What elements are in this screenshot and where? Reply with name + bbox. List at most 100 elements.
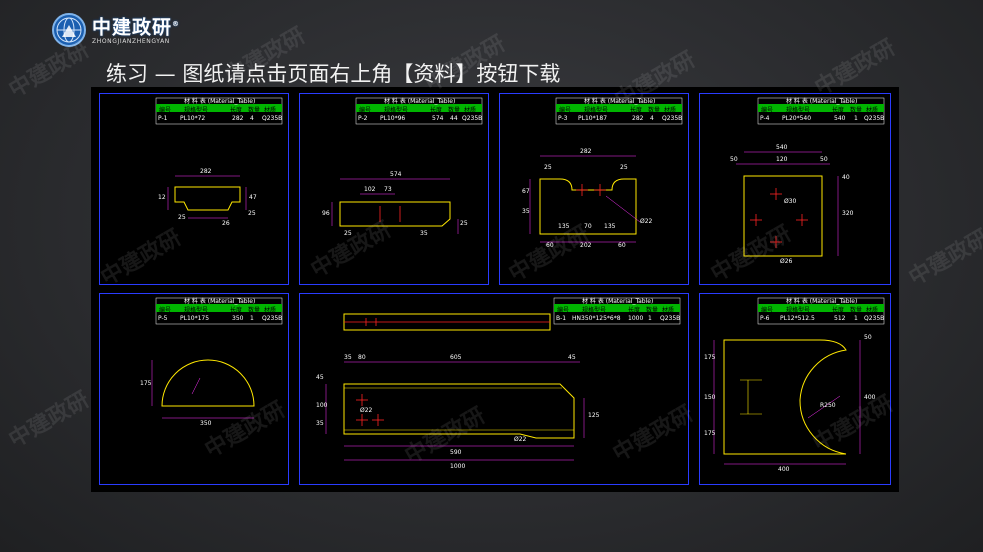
dim-label: 400 bbox=[864, 394, 876, 401]
drawing-panel-p5: 材 料 表 (Material_Table) 编号 规格型号 长度 数量 材质 … bbox=[99, 293, 289, 485]
dim-label: 282 bbox=[580, 148, 592, 155]
dim-label: 25 bbox=[460, 220, 468, 227]
part-material: Q235B bbox=[864, 315, 885, 322]
table-header-no: 编号 bbox=[359, 107, 372, 114]
table-header-spec: 规格型号 bbox=[184, 107, 209, 114]
dim-label: 73 bbox=[384, 186, 392, 193]
material-table-title: 材 料 表 (Material_Table) bbox=[786, 98, 858, 105]
dim-label: 45 bbox=[568, 354, 576, 361]
part-length: 282 bbox=[232, 115, 244, 122]
table-header-length: 长度 bbox=[230, 107, 243, 114]
table-header-qty: 数量 bbox=[248, 307, 261, 314]
dim-label: 120 bbox=[776, 156, 788, 163]
dim-label: 540 bbox=[776, 144, 788, 151]
dim-label: 96 bbox=[322, 210, 330, 217]
dim-label: 40 bbox=[842, 174, 850, 181]
dim-label: 1000 bbox=[450, 463, 466, 470]
table-header-qty: 数量 bbox=[448, 107, 461, 114]
dim-label: 605 bbox=[450, 354, 462, 361]
dim-label: 60 bbox=[546, 242, 554, 249]
dim-label: 50 bbox=[730, 156, 738, 163]
dim-label: 175 bbox=[704, 354, 716, 361]
cad-drawing-canvas: 材 料 表 (Material_Table) 编号 规格型号 长度 数量 材质 … bbox=[91, 87, 899, 492]
material-table-title: 材 料 表 (Material_Table) bbox=[184, 298, 256, 305]
table-header-qty: 数量 bbox=[646, 307, 659, 314]
dim-label: 50 bbox=[864, 334, 872, 341]
table-header-spec: 规格型号 bbox=[184, 307, 209, 314]
dim-label: 26 bbox=[222, 220, 230, 227]
dim-label: Ø22 bbox=[360, 407, 373, 414]
table-header-material: 材质 bbox=[662, 307, 675, 314]
table-header-material: 材质 bbox=[464, 107, 477, 114]
logo-english-name: ZHONGJIANZHENGYAN bbox=[92, 37, 170, 45]
dim-label: 150 bbox=[704, 394, 716, 401]
material-table-title: 材 料 表 (Material_Table) bbox=[786, 298, 858, 305]
part-material: Q235B bbox=[660, 315, 681, 322]
dim-label: 175 bbox=[140, 380, 152, 387]
table-header-material: 材质 bbox=[866, 307, 879, 314]
dim-label: 350 bbox=[200, 420, 212, 427]
part-spec: PL12*512.5 bbox=[780, 315, 815, 322]
table-header-material: 材质 bbox=[264, 107, 277, 114]
dim-label: 590 bbox=[450, 449, 462, 456]
part-qty: 1 bbox=[648, 315, 652, 322]
part-spec: PL10*96 bbox=[380, 115, 406, 122]
table-header-no: 编号 bbox=[559, 107, 572, 114]
table-header-length: 长度 bbox=[630, 107, 643, 114]
dim-label: 35 bbox=[522, 208, 530, 215]
dim-label: Ø22 bbox=[640, 218, 653, 225]
part-spec: HN350*125*6*8 bbox=[572, 315, 621, 322]
table-header-no: 编号 bbox=[159, 307, 172, 314]
drawing-panel-p4: 材 料 表 (Material_Table) 编号 规格型号 长度 数量 材质 … bbox=[699, 93, 891, 285]
part-id: P-5 bbox=[158, 315, 168, 322]
dim-label: 70 bbox=[584, 223, 592, 230]
dim-label: 135 bbox=[604, 223, 616, 230]
part-spec: PL10*187 bbox=[578, 115, 608, 122]
part-id: P-6 bbox=[760, 315, 770, 322]
part-material: Q235B bbox=[864, 115, 885, 122]
dim-label: 400 bbox=[778, 466, 790, 473]
dim-label: 80 bbox=[358, 354, 366, 361]
part-qty: 1 bbox=[250, 315, 254, 322]
dim-label: 60 bbox=[618, 242, 626, 249]
table-header-length: 长度 bbox=[628, 307, 641, 314]
dim-label: 35 bbox=[316, 420, 324, 427]
table-header-length: 长度 bbox=[230, 307, 243, 314]
table-header-material: 材质 bbox=[264, 307, 277, 314]
dim-label: 320 bbox=[842, 210, 854, 217]
table-header-material: 材质 bbox=[866, 107, 879, 114]
part-material: Q235B bbox=[262, 315, 283, 322]
material-table-title: 材 料 表 (Material_Table) bbox=[582, 298, 654, 305]
drawing-p2-svg bbox=[331, 97, 483, 234]
part-length: 512 bbox=[834, 315, 846, 322]
table-header-qty: 数量 bbox=[248, 107, 261, 114]
material-table-title: 材 料 表 (Material_Table) bbox=[584, 98, 656, 105]
dim-label: Ø22 bbox=[514, 436, 527, 443]
dim-label: 67 bbox=[522, 188, 530, 195]
part-qty: 1 bbox=[854, 315, 858, 322]
part-length: 540 bbox=[834, 115, 846, 122]
table-header-length: 长度 bbox=[832, 307, 845, 314]
part-length: 1000 bbox=[628, 315, 644, 322]
part-id: P-1 bbox=[158, 115, 168, 122]
dim-label: 574 bbox=[390, 171, 402, 178]
part-spec: PL20*540 bbox=[782, 115, 812, 122]
dim-label: 135 bbox=[558, 223, 570, 230]
dim-label: 125 bbox=[588, 412, 600, 419]
globe-icon bbox=[52, 13, 86, 47]
dim-label: 282 bbox=[200, 168, 212, 175]
dim-label: 35 bbox=[420, 230, 428, 237]
dim-label: R250 bbox=[820, 402, 836, 409]
drawing-p5-svg bbox=[151, 297, 283, 419]
dim-label: 102 bbox=[364, 186, 376, 193]
dim-label: 50 bbox=[820, 156, 828, 163]
part-id: P-2 bbox=[358, 115, 368, 122]
drawing-panel-p2: 材 料 表 (Material_Table) 编号 规格型号 长度 数量 材质 … bbox=[299, 93, 489, 285]
table-header-qty: 数量 bbox=[648, 107, 661, 114]
table-header-no: 编号 bbox=[761, 107, 774, 114]
dim-label: 100 bbox=[316, 402, 328, 409]
table-header-spec: 规格型号 bbox=[584, 107, 609, 114]
drawing-p6-svg bbox=[713, 297, 885, 465]
part-spec: PL10*175 bbox=[180, 315, 210, 322]
part-material: Q235B bbox=[662, 115, 683, 122]
